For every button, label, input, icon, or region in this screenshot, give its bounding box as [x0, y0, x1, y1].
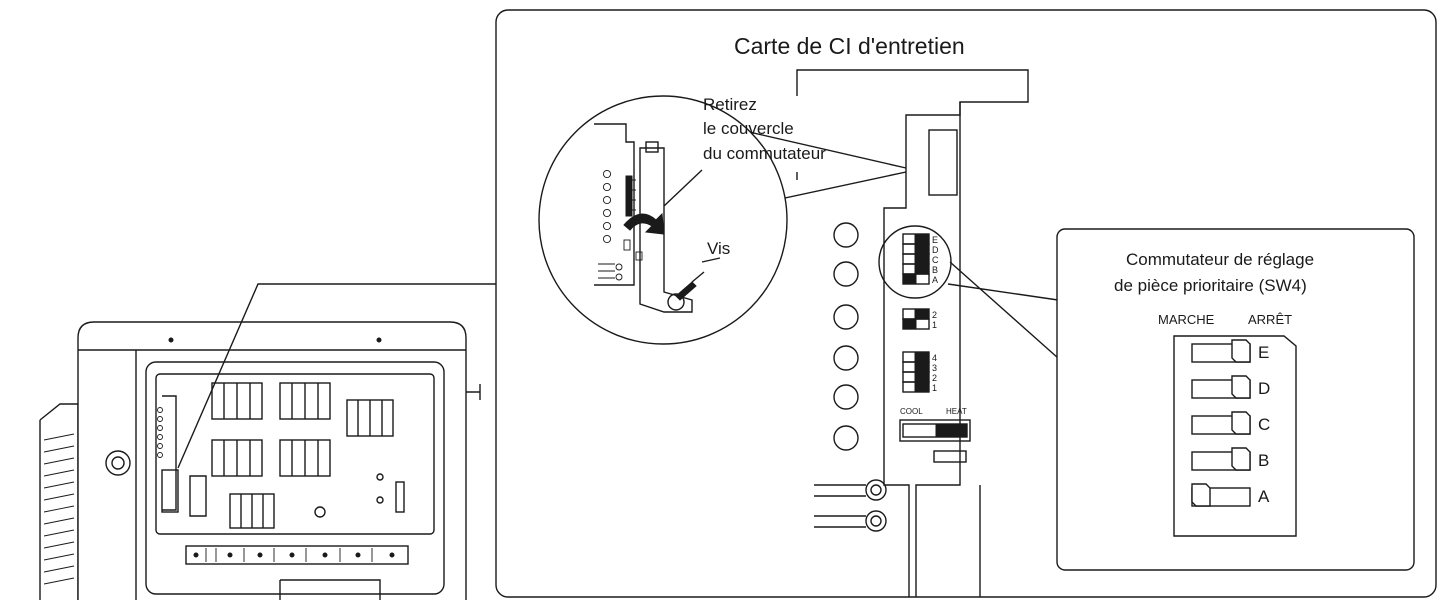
pcb-letter-label: E — [932, 235, 938, 245]
pcb-switch-group-letters: E D C B A — [878, 225, 952, 299]
pcb-letter-label: D — [932, 245, 939, 255]
sw4-switch-b: B — [1191, 447, 1269, 471]
pcb-four-label: 1 — [932, 383, 937, 393]
pcb-switch-group-two: 2 1 — [902, 308, 937, 330]
sw4-letter-label: B — [1258, 451, 1269, 470]
sw4-letter-label: A — [1258, 487, 1270, 506]
pcb-four-label: 2 — [932, 373, 937, 383]
sw4-letter-label: C — [1258, 415, 1270, 434]
label-marche: MARCHE — [1158, 312, 1215, 327]
sw4-knob — [1231, 375, 1251, 399]
pcb-letter-label: B — [932, 265, 938, 275]
heat-label: HEAT — [946, 407, 967, 416]
pcb-two-label: 2 — [932, 310, 937, 320]
sw4-title-line2: de pièce prioritaire (SW4) — [1114, 276, 1307, 295]
sw4-switch-e: E — [1191, 339, 1269, 363]
pcb-letter-label: A — [932, 275, 938, 285]
cool-label: COOL — [900, 407, 923, 416]
remove-cover-line2: le couvercle — [703, 119, 794, 138]
screw-label: Vis — [707, 239, 730, 258]
sw4-switch-d: D — [1191, 375, 1270, 399]
label-arret: ARRÊT — [1248, 312, 1292, 327]
sw4-knob — [1231, 411, 1251, 435]
remove-cover-line1: Retirez — [703, 95, 757, 114]
pcb-two-label: 1 — [932, 320, 937, 330]
remove-cover-line3: du commutateur — [703, 144, 826, 163]
main-panel-title: Carte de CI d'entretien — [734, 33, 965, 59]
pcb-four-label: 3 — [932, 363, 937, 373]
outdoor-unit-illustration — [39, 321, 481, 600]
pcb-letter-label: C — [932, 255, 939, 265]
zoom-callout: Retirez le couvercle du commutateur Vis — [538, 95, 907, 345]
sw4-detail-panel: Commutateur de réglage de pièce priorita… — [947, 228, 1415, 571]
sw4-knob — [1231, 339, 1251, 363]
sw4-switch-c: C — [1191, 411, 1270, 435]
pcb-four-label: 4 — [932, 353, 937, 363]
sw4-knob — [1231, 447, 1251, 471]
sw4-knob — [1191, 483, 1211, 507]
cool-heat-switch: COOL HEAT — [899, 407, 971, 442]
sw4-letter-label: D — [1258, 379, 1270, 398]
sw4-switch-a: A — [1191, 483, 1270, 507]
sw4-title-line1: Commutateur de réglage — [1126, 250, 1314, 269]
leader-line-unit — [177, 283, 496, 469]
service-pcb-board — [796, 69, 1029, 597]
sw4-letter-label: E — [1258, 343, 1269, 362]
pcb-switch-group-four: 4 3 2 1 — [902, 351, 937, 393]
